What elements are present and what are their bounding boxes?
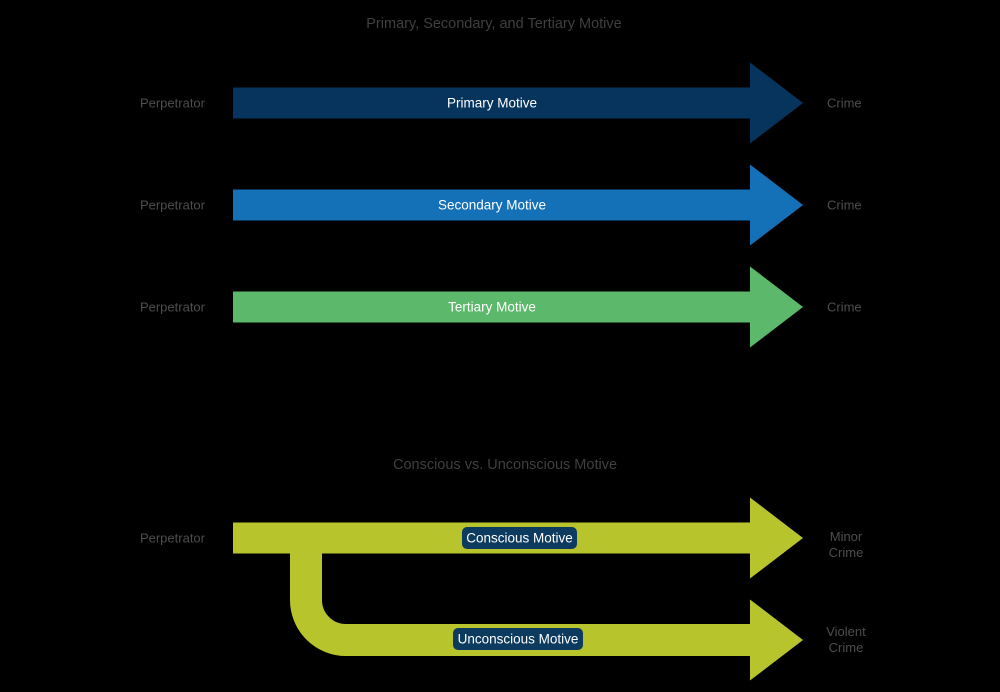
tertiary-motive-arrow: Perpetrator Tertiary Motive Crime (140, 266, 862, 348)
violent-crime-label-line2: Crime (829, 640, 864, 655)
conscious-arrow-head (750, 497, 803, 579)
secondary-motive-arrow: Perpetrator Secondary Motive Crime (140, 164, 862, 246)
conscious-from-label: Perpetrator (140, 531, 206, 546)
primary-motive-label: Primary Motive (447, 96, 537, 111)
secondary-arrow-shaft (233, 189, 750, 221)
secondary-arrow-head (750, 164, 803, 246)
unconscious-motive-pill (453, 628, 583, 650)
tertiary-arrow-head (750, 266, 803, 348)
unconscious-motive-label: Unconscious Motive (458, 632, 579, 647)
unconscious-branch-curve (290, 538, 750, 656)
tertiary-arrow-shaft (233, 291, 750, 323)
primary-motive-arrow: Perpetrator Primary Motive Crime (140, 62, 862, 144)
conscious-motive-arrow: Perpetrator Conscious Motive Minor Crime (140, 497, 864, 579)
section1-title: Primary, Secondary, and Tertiary Motive (366, 16, 621, 32)
primary-arrow-head (750, 62, 803, 144)
minor-crime-label-line1: Minor (830, 529, 863, 544)
section2-title: Conscious vs. Unconscious Motive (393, 457, 617, 473)
unconscious-arrow-head (750, 599, 803, 681)
tertiary-motive-label: Tertiary Motive (448, 300, 536, 315)
conscious-motive-label: Conscious Motive (466, 531, 573, 546)
secondary-motive-label: Secondary Motive (438, 198, 546, 213)
primary-to-label: Crime (827, 96, 862, 111)
minor-crime-label-line2: Crime (829, 545, 864, 560)
tertiary-to-label: Crime (827, 300, 862, 315)
tertiary-from-label: Perpetrator (140, 300, 206, 315)
secondary-to-label: Crime (827, 198, 862, 213)
primary-arrow-shaft (233, 87, 750, 119)
secondary-from-label: Perpetrator (140, 198, 206, 213)
conscious-motive-pill (462, 527, 577, 549)
primary-from-label: Perpetrator (140, 96, 206, 111)
unconscious-motive-arrow: Unconscious Motive Violent Crime (453, 599, 866, 681)
violent-crime-label-line1: Violent (826, 624, 866, 639)
